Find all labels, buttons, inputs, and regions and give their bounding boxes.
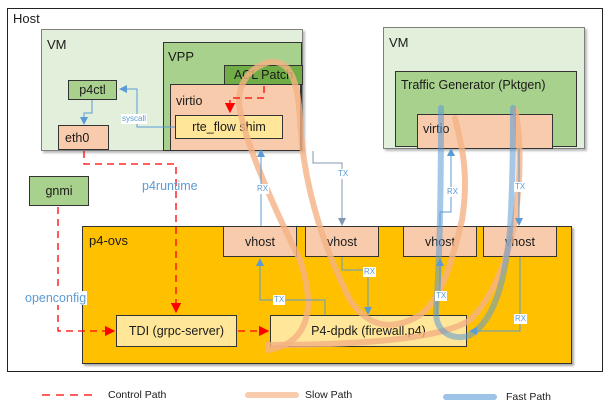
tx-label-1: TX [337,169,350,179]
legend-fast-path-label: Fast Path [506,391,551,403]
vpp-virtio-label: virtio [176,94,203,108]
rx-label-2: RX [363,267,377,277]
pktgen-virtio-label: virtio [423,122,450,136]
p4-dpdk-box: P4-dpdk (firewall.p4) [270,315,467,347]
p4ctl-box: p4ctl [68,80,117,100]
p4-ovs-label: p4-ovs [89,233,129,248]
legend-control-path-label: Control Path [108,389,167,401]
legend-slow-path-label: Slow Path [305,389,353,401]
rte-flow-shim-box: rte_flow shim [175,115,283,139]
rx-label-4: RX [514,314,528,324]
tx-label-2: TX [273,295,286,305]
rx-label-3: RX [446,187,460,197]
tx-label-4: TX [435,291,448,301]
gnmi-box: gnmi [29,176,89,206]
vhost-2: vhost [305,226,379,257]
syscall-label: syscall [121,114,148,124]
eth0-box: eth0 [58,125,109,150]
vm-left-label: VM [47,37,67,52]
vhost-1: vhost [223,226,297,257]
vhost-4: vhost [483,226,557,257]
vhost-3: vhost [403,226,477,257]
traffic-generator-label: Traffic Generator (Pktgen) [401,78,546,92]
tx-label-3: TX [514,182,527,192]
acl-patch-box: ACL Patch [224,65,303,85]
tdi-grpc-server-box: TDI (grpc-server) [116,315,237,347]
rx-label-1: RX [256,184,270,194]
host-label: Host [13,11,40,26]
vm-right-label: VM [389,35,409,50]
openconfig-label: openconfig [24,291,88,305]
p4runtime-label: p4runtime [142,179,198,193]
vpp-label: VPP [168,49,195,64]
